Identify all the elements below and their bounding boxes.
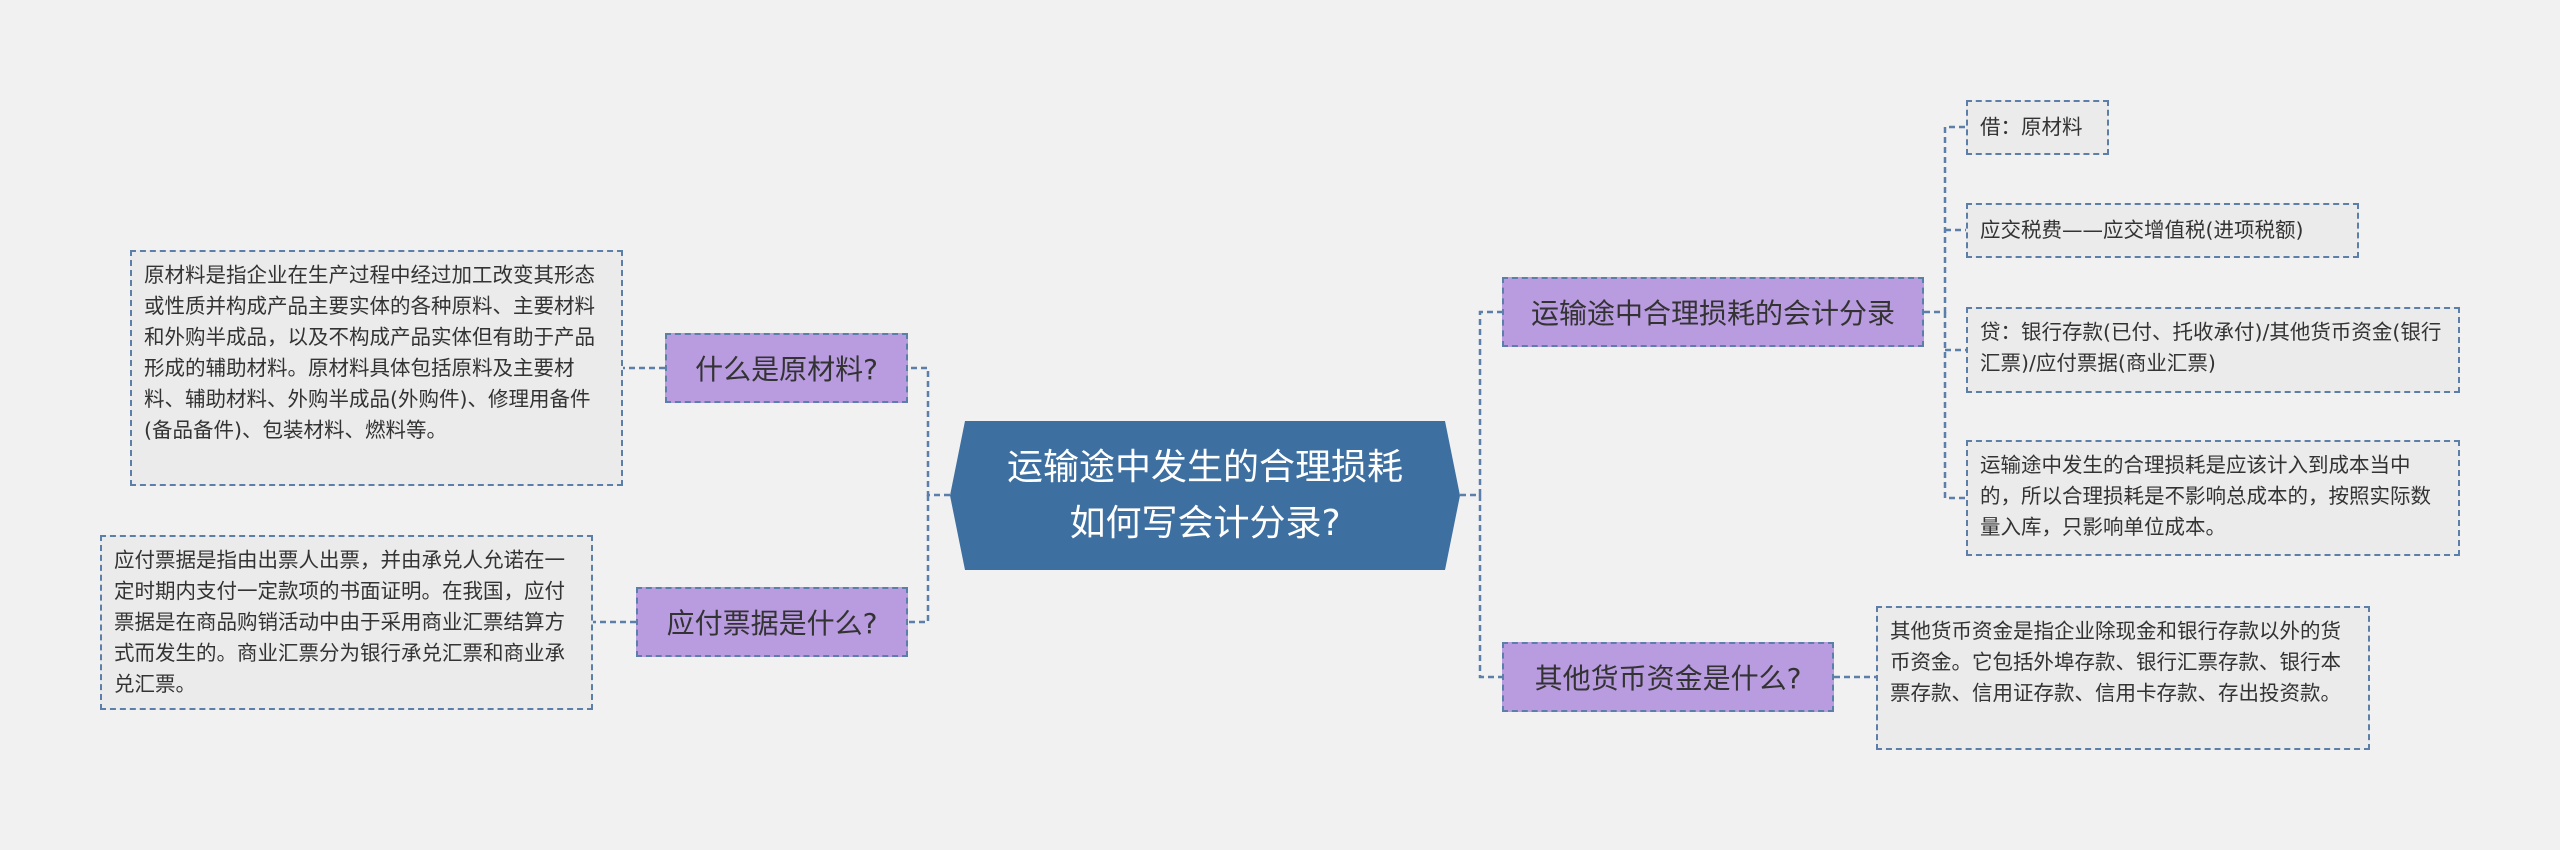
root-topic-shape <box>950 421 1460 570</box>
connector-root-right-1 <box>1460 310 1502 497</box>
note-raw-material-definition[interactable]: 原材料是指企业在生产过程中经过加工改变其形态或性质并构成产品主要实体的各种原料、… <box>130 250 623 486</box>
connector-root-right-2 <box>1478 495 1502 679</box>
root-topic[interactable]: 运输途中发生的合理损耗 如何写会计分录? <box>950 421 1460 570</box>
note-text: 借：原材料 <box>1980 115 2083 139</box>
connector-right-1-child-4 <box>1943 312 1966 500</box>
note-debit-raw-material[interactable]: 借：原材料 <box>1966 100 2109 155</box>
note-notes-payable-definition[interactable]: 应付票据是指由出票人出票，并由承兑人允诺在一定时期内支付一定款项的书面证明。在我… <box>100 535 593 710</box>
connector-right-1-child-1 <box>1924 125 1966 314</box>
connector-root-left-1 <box>908 366 950 497</box>
note-reasonable-loss-explanation[interactable]: 运输途中发生的合理损耗是应该计入到成本当中的，所以合理损耗是不影响总成本的，按照… <box>1966 440 2460 556</box>
note-credit-bank-deposit[interactable]: 贷：银行存款(已付、托收承付)/其他货币资金(银行汇票)/应付票据(商业汇票) <box>1966 307 2460 393</box>
branch-what-is-notes-payable[interactable]: 应付票据是什么? <box>636 587 908 657</box>
note-text: 应付票据是指由出票人出票，并由承兑人允诺在一定时期内支付一定款项的书面证明。在我… <box>114 548 565 696</box>
branch-label: 应付票据是什么? <box>666 607 878 640</box>
connector-root-left-2 <box>908 495 930 624</box>
root-topic-label: 运输途中发生的合理损耗 如何写会计分录? <box>1006 446 1403 544</box>
note-other-monetary-funds-definition[interactable]: 其他货币资金是指企业除现金和银行存款以外的货币资金。它包括外埠存款、银行汇票存款… <box>1876 606 2370 750</box>
note-text: 运输途中发生的合理损耗是应该计入到成本当中的，所以合理损耗是不影响总成本的，按照… <box>1980 453 2431 539</box>
branch-label: 什么是原材料? <box>695 353 878 386</box>
branch-other-monetary-funds[interactable]: 其他货币资金是什么? <box>1502 642 1834 712</box>
branch-label: 其他货币资金是什么? <box>1534 662 1802 695</box>
branch-label: 运输途中合理损耗的会计分录 <box>1530 297 1895 330</box>
branch-what-is-raw-material[interactable]: 什么是原材料? <box>665 333 908 403</box>
note-tax-payable-vat[interactable]: 应交税费——应交增值税(进项税额) <box>1966 203 2359 258</box>
note-text: 原材料是指企业在生产过程中经过加工改变其形态或性质并构成产品主要实体的各种原料、… <box>144 263 595 442</box>
note-text: 应交税费——应交增值税(进项税额) <box>1980 218 2304 242</box>
note-text: 贷：银行存款(已付、托收承付)/其他货币资金(银行汇票)/应付票据(商业汇票) <box>1980 320 2442 375</box>
note-text: 其他货币资金是指企业除现金和银行存款以外的货币资金。它包括外埠存款、银行汇票存款… <box>1890 619 2341 705</box>
branch-loss-journal-entry[interactable]: 运输途中合理损耗的会计分录 <box>1502 277 1924 347</box>
